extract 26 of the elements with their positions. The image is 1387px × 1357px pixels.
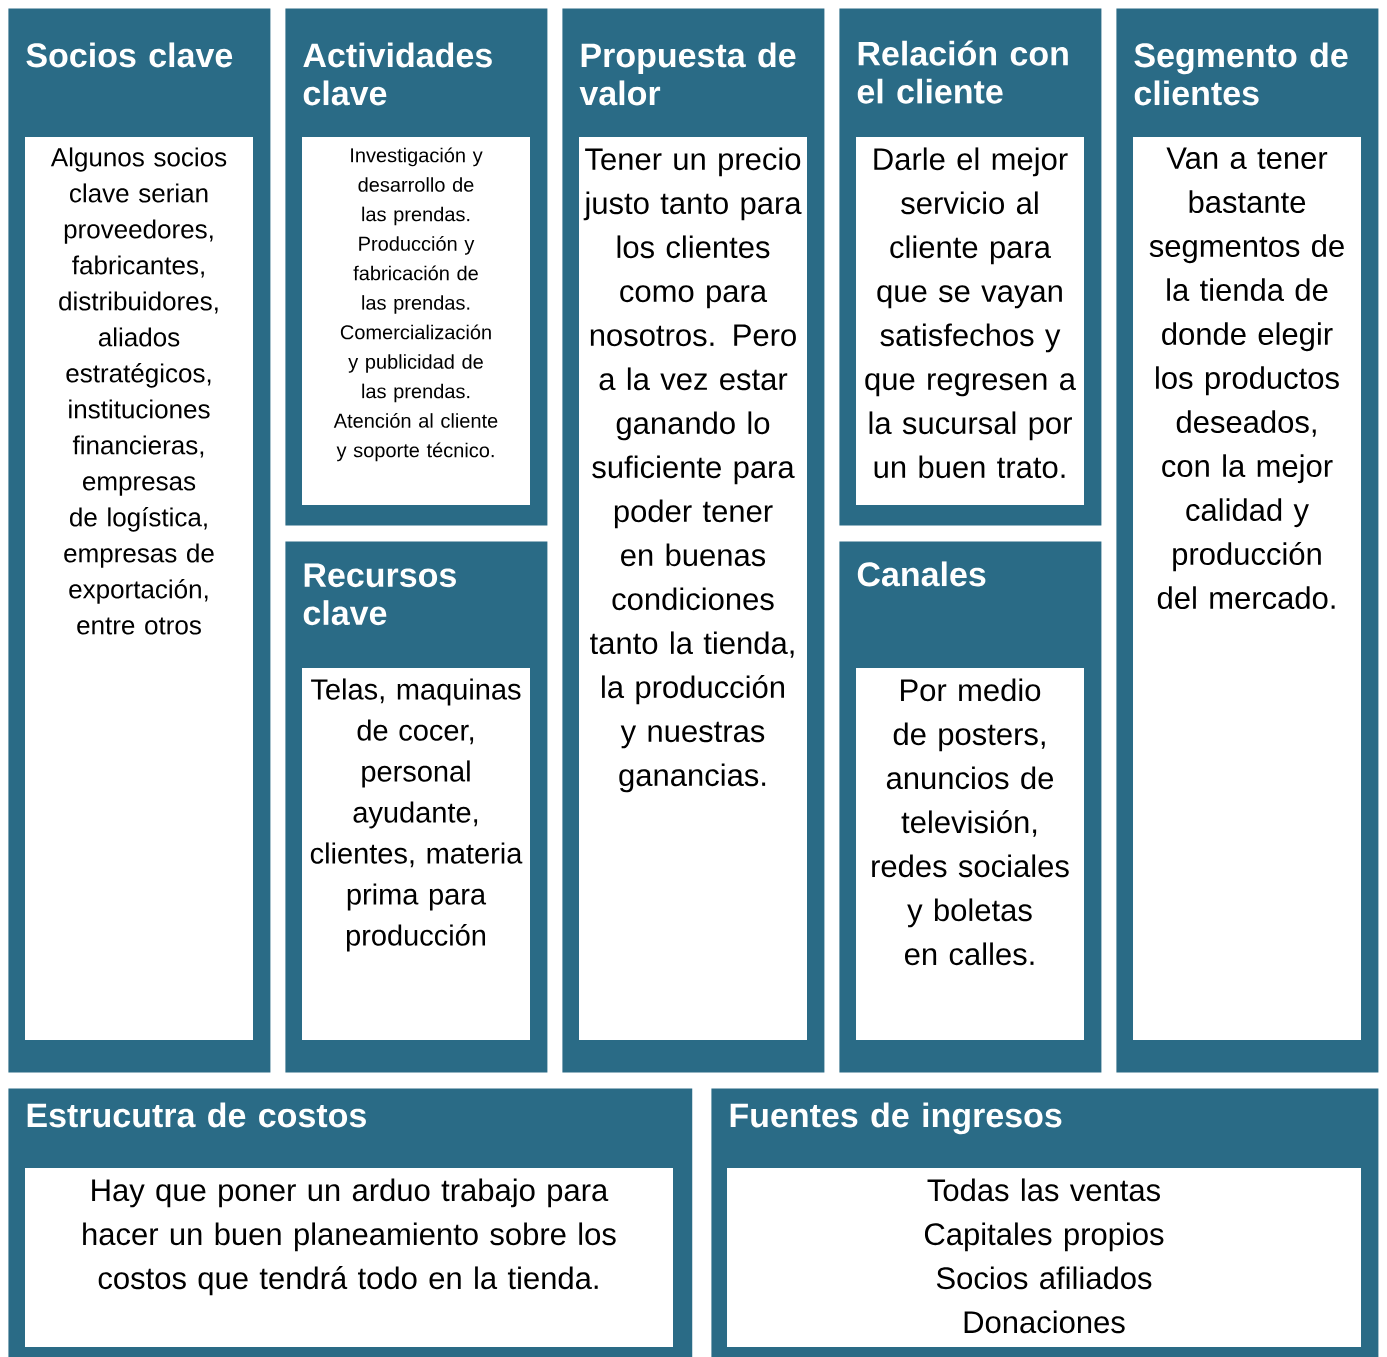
node-label: Comercialización y publicidad de las prendas. [340,324,491,403]
text-card: Algunos socios clave serian proveedores, fabricantes, distribuidores, aliados estratégicos, instituciones financieras, empresas de logística, empresas de exportación, entre otros [25,137,253,1040]
text-card: Todas las ventas Capitales propios Socios afiliados Donaciones [727,1168,1361,1347]
node-label: Producción y fabricación de las prendas. [353,235,478,314]
text-card: Van a tener bastante segmentos de la tienda de donde elegir los productos deseados, con la mejor calidad y producción del mercado. [1133,137,1361,1040]
text-card: Tener un precio justo tanto para los clientes como para nosotros. Pero a la vez estar ganando lo suficiente para poder tener en buenas condiciones tanto la tienda, la producción y nuestras ganancias. [579,137,807,1040]
text-card: Investigación y desarrollo de las prendas. Producción y fabricación de las prendas. Comercialización y publicidad de las prendas. Atención al cliente y soporte técnico. [302,137,530,505]
node-label: Atención al cliente y soporte técnico. [333,412,498,462]
block-heading: Segmento de clientes [1134,42,1348,106]
block-heading: Fuentes de ingresos [730,1102,1062,1135]
text-card: Hay que poner un arduo trabajo para hacer un buen planeamiento sobre los costos que tendrá todo en la tienda. [25,1168,673,1347]
block-heading: Relación con el cliente [857,40,1068,104]
block-heading: Recursos clave [303,563,456,626]
text-card: Por medio de posters, anuncios de televisión, redes sociales y boletas en calles. [856,668,1084,1040]
block-heading: Actividades clave [303,42,492,106]
node-label: Investigación y desarrollo de las prendas. [351,147,483,226]
text-card: Telas, maquinas de cocer, personal ayudante, clientes, materia prima para producción [302,668,530,1040]
block-heading: Canales [857,561,986,587]
block-heading: Estrucutra de costos [27,1102,366,1128]
block-heading: Propuesta de valor [579,42,796,106]
node-label: Socios afiliados [936,1266,1152,1290]
node-label: Todas las ventas [927,1178,1160,1202]
node-label: Donaciones [964,1310,1125,1334]
text-card: Darle el mejor servicio al cliente para que se vayan satisfechos y que regresen a la sucursal por un buen trato. [856,137,1084,505]
block-heading: Socios clave [26,42,233,68]
node-label: Capitales propios [924,1222,1164,1252]
